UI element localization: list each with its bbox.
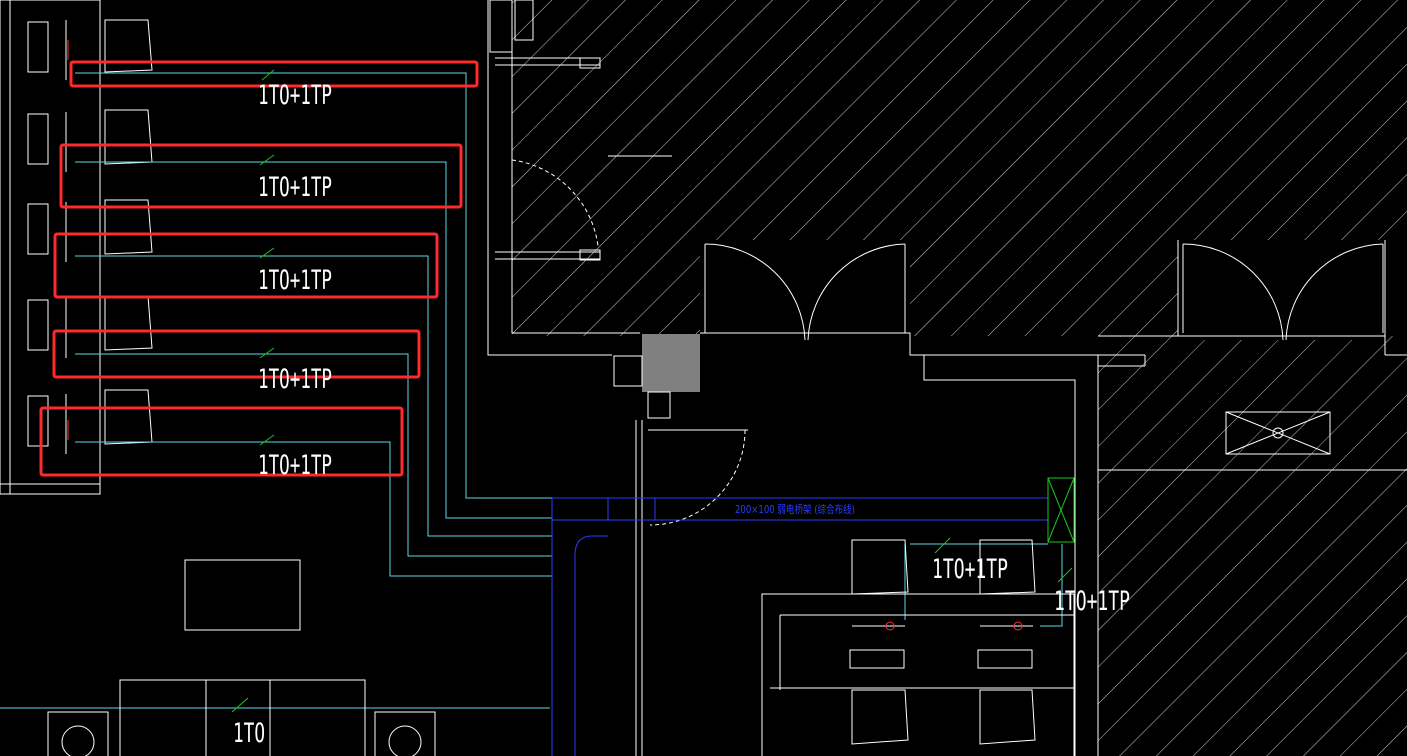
label-room-outlet-1: 1TO+1TP <box>932 554 1008 585</box>
label-workstation-5: 1TO+1TP <box>258 450 332 481</box>
workstation-bench <box>0 0 101 495</box>
riser-box <box>1047 477 1075 543</box>
workstation-pcs <box>27 20 67 454</box>
office-chairs <box>104 19 153 445</box>
label-leaders <box>231 69 1073 713</box>
highlight-box-1 <box>69 60 479 88</box>
highlight-box-5 <box>39 406 404 477</box>
label-workstation-1: 1TO+1TP <box>258 80 332 111</box>
label-workstation-4: 1TO+1TP <box>258 364 332 395</box>
cable-tray <box>551 497 1048 756</box>
label-bottom-outlet: 1TO <box>233 718 265 749</box>
structural-column <box>642 334 700 392</box>
walls <box>487 0 1407 756</box>
label-workstation-3: 1TO+1TP <box>258 265 332 296</box>
office-desks <box>761 539 1075 756</box>
label-room-outlet-2: 1TO+1TP <box>1054 586 1130 617</box>
highlight-box-3 <box>53 232 439 299</box>
column-frame <box>647 391 671 419</box>
highlight-boxes <box>39 60 479 477</box>
highlight-box-4 <box>52 329 421 379</box>
label-workstation-2: 1TO+1TP <box>258 172 332 203</box>
hatched-area <box>512 0 1407 756</box>
label-cable-tray: 200×100 弱电桥架 (综合布线) <box>735 502 855 516</box>
doors <box>495 57 1384 526</box>
highlight-box-2 <box>59 143 463 209</box>
column-frame <box>613 355 643 387</box>
outlet-symbols <box>67 40 1023 631</box>
lower-furniture <box>47 411 1331 756</box>
